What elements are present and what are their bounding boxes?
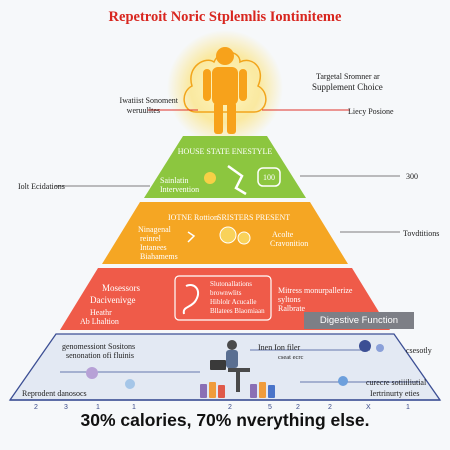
arrow-icon	[187, 231, 196, 243]
tier-1-sub-1: Sainlatin	[160, 176, 189, 185]
base-tick: 5	[268, 404, 272, 411]
cell-icon	[237, 231, 251, 245]
base-left-3: Reprodent danosocs	[22, 389, 87, 398]
dot-icon	[359, 340, 371, 352]
base-tick: 2	[34, 404, 38, 411]
tier-2-left-1: Ninagenal	[138, 225, 171, 234]
base-tick: 2	[228, 404, 232, 411]
digestion-box	[174, 275, 272, 321]
tier-3-box-3: Hiblolr Acucalle	[210, 298, 257, 306]
base-tick: X	[366, 404, 371, 411]
activity-icon	[227, 164, 247, 196]
tier-1-band	[144, 136, 306, 198]
stomach-icon	[182, 284, 200, 315]
base-tick: 2	[328, 404, 332, 411]
base-tick: 1	[96, 404, 100, 411]
tier-3-box-2: brownwlits	[210, 289, 242, 297]
tier-1-side-left: Iolt Ecidations	[18, 182, 65, 191]
tier-1-side-right: 300	[406, 172, 418, 181]
base-right-3: Iertrinurty eties	[370, 389, 420, 398]
supplement-bottles-icon	[200, 382, 275, 398]
dot-icon	[125, 379, 135, 389]
base-left-2: senonation ofi fluinis	[66, 351, 134, 360]
tier-3-right-3: Ralbrate	[278, 304, 306, 313]
person-right-label-3: Liecy Posione	[348, 107, 394, 116]
tier-2-right-2: Cravonition	[270, 239, 309, 248]
person-left-label-1: Iwatiist Sonoment	[119, 96, 178, 105]
tier-3-left-2: Dacivenivge	[90, 295, 136, 305]
bottom-caption: 30% calories, 70% nverything else.	[80, 410, 370, 430]
supplement-icon	[204, 172, 216, 184]
base-mid-1: Inen Ion filer	[258, 343, 301, 352]
base-tick: 1	[406, 404, 410, 411]
tier-1-sub-2: Intervention	[160, 185, 200, 194]
person-left-label-2: weruulltes	[126, 106, 160, 115]
digestive-function-label: Digestive Function	[304, 312, 414, 329]
tier-2-header-left: IOTNE Rottion	[168, 213, 218, 222]
dot-icon	[338, 376, 348, 386]
base-left-1: genomessiont Sositons	[62, 342, 136, 351]
person-icon	[203, 47, 247, 134]
tier-2-right-1: Acolte	[272, 230, 294, 239]
tier-3-right-2: syltons	[278, 295, 301, 304]
tier-1-header: HOUSE STATE ENESTYLE	[177, 147, 273, 156]
tier-2-header-right: SRISTERS PRESENT	[217, 213, 291, 222]
person-at-computer-icon	[210, 340, 250, 392]
tier-2-left-4: Biahamems	[140, 252, 178, 261]
dot-icon	[86, 367, 98, 379]
base-mid-2: cseat ecrc	[278, 354, 304, 361]
dot-icon	[376, 344, 384, 352]
tier-3-box-1: Slutonallations	[210, 280, 252, 288]
tier-3-left-1: Mosessors	[102, 283, 141, 293]
tier-3-box-4: Bllatees Blaomiaan	[210, 307, 265, 315]
person-right-label-2: Supplement Choice	[312, 82, 383, 92]
base-tick: 1	[132, 404, 136, 411]
tier-1-badge: 100	[263, 173, 275, 182]
base-tick: 2	[296, 404, 300, 411]
base-tick: 3	[64, 404, 68, 411]
badge-frame	[257, 167, 281, 187]
tier-3-right-1: Mitress monurpallerize	[278, 286, 353, 295]
cell-icon	[219, 226, 237, 244]
diagram-title: Repetroit Noric Stplemlis Iontiniteme	[108, 9, 342, 25]
base-right-2: curecre sotiiiliutial	[366, 378, 427, 387]
tier-2-left-2: reinrel	[140, 234, 161, 243]
tier-2-left-3: Intanees	[140, 243, 167, 252]
tier-3-left-3: Heathr	[90, 308, 112, 317]
base-right-1: csesotly	[406, 346, 432, 355]
person-right-label-1: Targetal Sromner ar	[316, 72, 380, 81]
tier-2-side-right: Tovdtitions	[403, 229, 440, 238]
tier-3-left-4: Ab Lhaltion	[80, 317, 119, 326]
